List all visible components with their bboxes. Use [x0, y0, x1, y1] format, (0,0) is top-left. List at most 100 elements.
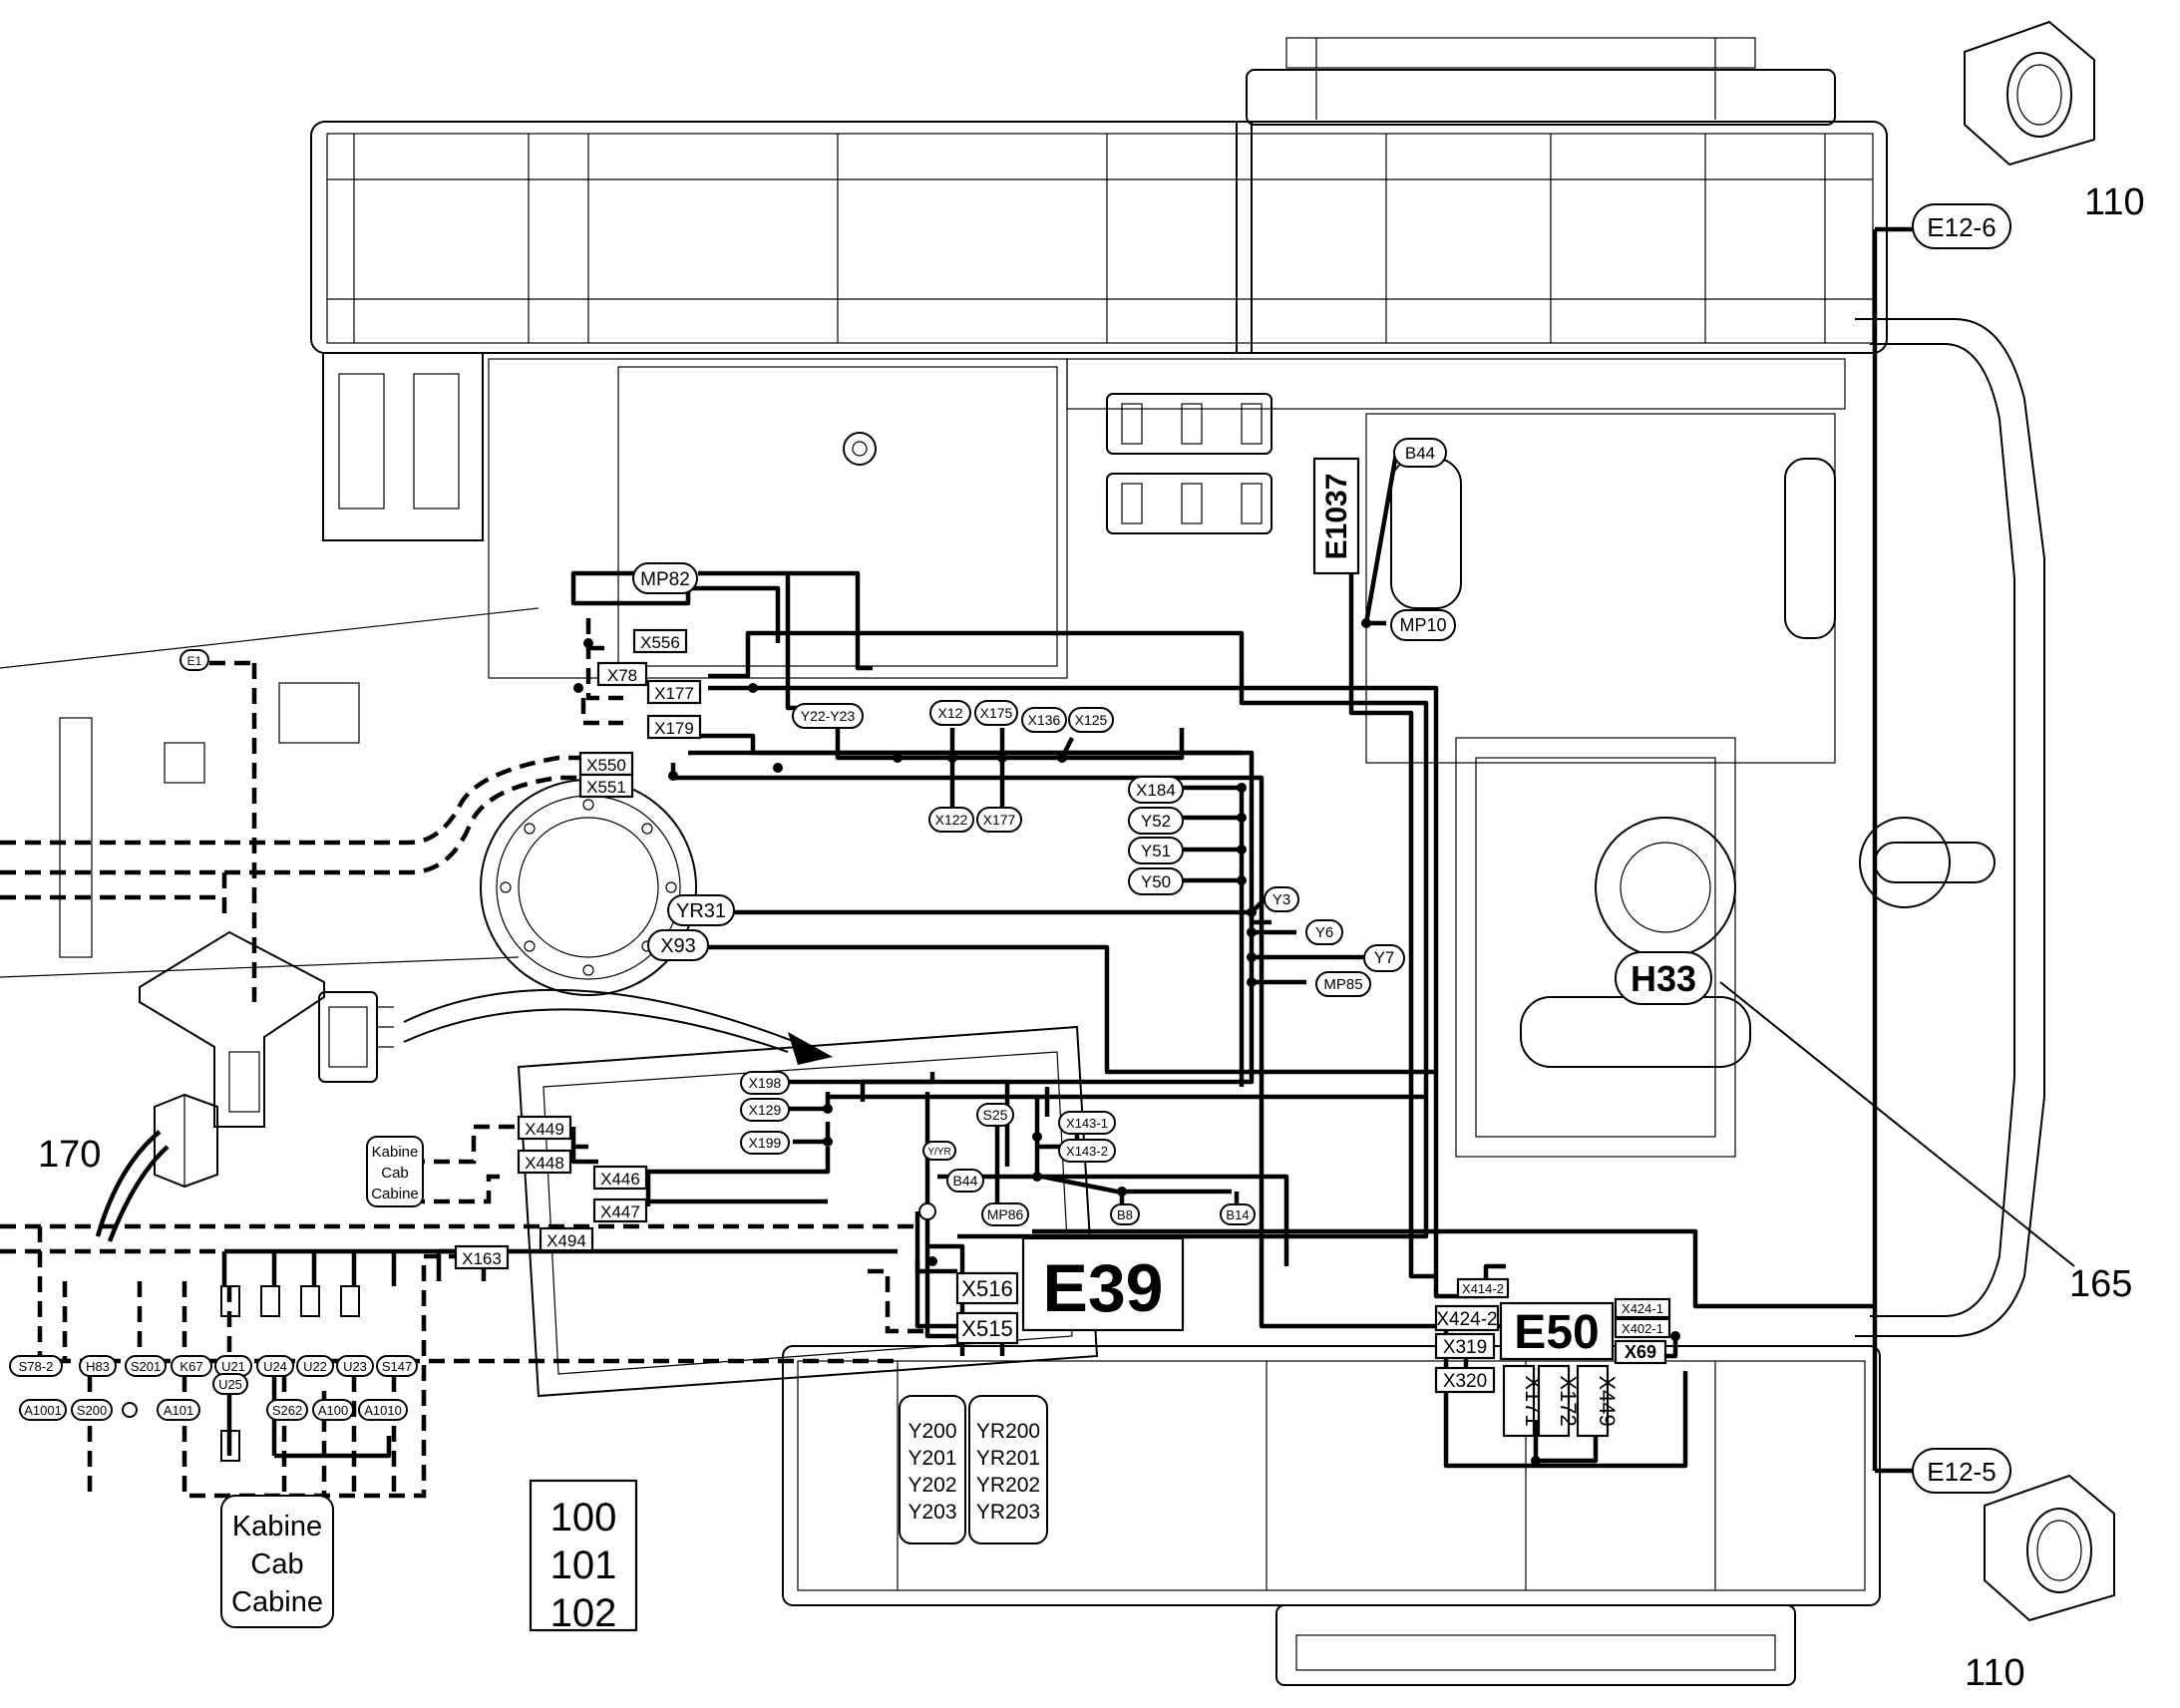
connector-x172: X172 — [1556, 1375, 1581, 1426]
connector-e1: E1 — [187, 654, 202, 668]
component-e39: E39 — [1043, 1250, 1164, 1326]
valve-yr201: YR201 — [976, 1447, 1040, 1470]
connector-x179: X179 — [654, 719, 694, 738]
valve-yr202: YR202 — [976, 1474, 1040, 1497]
connector-b14: B14 — [1226, 1207, 1249, 1222]
lamp-label-e12-6: E12-6 — [1927, 212, 1996, 242]
work-lamp-bottom — [1984, 1474, 2115, 1622]
component-u23: U23 — [343, 1359, 367, 1374]
connector-x184: X184 — [1136, 781, 1176, 800]
connector-y3: Y3 — [1272, 891, 1290, 908]
cab-note-small: Kabine Cab Cabine — [366, 1136, 424, 1207]
connector-b44-top: B44 — [1405, 444, 1435, 463]
bottom-left-components: S78-2 H83 S201 K67 U21 U24 U22 U23 S147 … — [9, 1285, 418, 1462]
connector-x515: X515 — [961, 1316, 1012, 1341]
connector-mp82: MP82 — [640, 569, 690, 590]
flow-arrow — [403, 988, 809, 1048]
connector-x550: X550 — [586, 756, 626, 775]
connector-x93: X93 — [660, 935, 696, 957]
lamp-labels: E12-6 E12-5 — [1912, 203, 2011, 1494]
connector-x12: X12 — [938, 705, 963, 721]
connector-x448: X448 — [525, 1154, 564, 1173]
connector-x122: X122 — [935, 812, 968, 828]
major-components: E39 E50 H33 E1037 — [1021, 457, 1712, 1361]
connector-x447: X447 — [600, 1202, 640, 1221]
component-s201: S201 — [131, 1359, 161, 1374]
valve-y202: Y202 — [908, 1474, 956, 1497]
valve-y201: Y201 — [908, 1447, 956, 1470]
component-a1001: A1001 — [24, 1403, 62, 1418]
connector-x449-left: X449 — [525, 1120, 564, 1139]
connector-x143-1: X143-1 — [1066, 1116, 1108, 1131]
callout-110-bottom: 110 — [1965, 1652, 2025, 1694]
component-s147: S147 — [382, 1359, 412, 1374]
valve-group-y: Y200 Y201 Y202 Y203 — [899, 1395, 966, 1544]
connector-x551: X551 — [586, 778, 626, 797]
cab-note-small-line2: Cab — [381, 1165, 409, 1182]
connector-x69: X69 — [1625, 1342, 1656, 1362]
callout-110-top: 110 — [2084, 181, 2145, 223]
work-lamp-top — [1964, 20, 2095, 167]
component-h83: H83 — [86, 1359, 110, 1374]
connector-y-yr: Y/YR — [927, 1147, 950, 1158]
cab-note-large-line3: Cabine — [231, 1586, 323, 1618]
connector-y7: Y7 — [1374, 948, 1395, 967]
component-u25: U25 — [218, 1377, 242, 1392]
part-number-100: 100 — [550, 1496, 617, 1539]
cab-note-large-line2: Cab — [250, 1548, 303, 1580]
connector-x143-2: X143-2 — [1066, 1144, 1108, 1159]
connector-x175: X175 — [980, 705, 1013, 721]
component-s262: S262 — [272, 1403, 302, 1418]
machine-frame — [0, 37, 2045, 1686]
lamp-label-e12-5: E12-5 — [1927, 1457, 1996, 1487]
component-k67: K67 — [180, 1359, 202, 1374]
connector-x446: X446 — [600, 1170, 640, 1189]
connector-x319: X319 — [1443, 1337, 1487, 1358]
connector-y51: Y51 — [1141, 842, 1171, 860]
callout-labels: 110 110 165 170 — [38, 181, 2145, 1694]
connector-x414-2: X414-2 — [1462, 1281, 1504, 1296]
connector-mp86: MP86 — [987, 1206, 1024, 1222]
connector-x129: X129 — [749, 1102, 782, 1118]
connector-x449-right: X449 — [1595, 1375, 1620, 1426]
connector-x163: X163 — [462, 1249, 502, 1268]
callout-170: 170 — [38, 1134, 101, 1176]
connector-x494: X494 — [546, 1231, 586, 1250]
cab-note-large: Kabine Cab Cabine — [220, 1495, 334, 1628]
connector-x177: X177 — [654, 684, 694, 703]
control-module — [318, 991, 394, 1083]
connector-x125: X125 — [1075, 712, 1108, 728]
connector-b44-mid: B44 — [953, 1173, 978, 1189]
component-h33: H33 — [1631, 958, 1696, 999]
component-a1010: A1010 — [364, 1403, 402, 1418]
connector-y6: Y6 — [1315, 924, 1333, 941]
valve-yr200: YR200 — [976, 1420, 1040, 1443]
component-u21: U21 — [221, 1359, 245, 1374]
connector-x320: X320 — [1443, 1371, 1487, 1392]
component-u22: U22 — [303, 1359, 327, 1374]
connector-x402-1: X402-1 — [1622, 1321, 1663, 1336]
connector-mp10: MP10 — [1399, 615, 1446, 635]
connector-x136: X136 — [1028, 712, 1061, 728]
component-a100: A100 — [318, 1403, 348, 1418]
cab-note-small-line3: Cabine — [371, 1186, 419, 1202]
connector-y50: Y50 — [1141, 872, 1171, 891]
valve-y200: Y200 — [908, 1420, 956, 1443]
connector-x78: X78 — [607, 666, 637, 685]
cab-note-large-line1: Kabine — [232, 1511, 322, 1542]
component-e50: E50 — [1514, 1306, 1599, 1359]
connector-x424-2: X424-2 — [1436, 1309, 1497, 1330]
connector-y22-y23: Y22-Y23 — [801, 708, 856, 724]
valve-y203: Y203 — [908, 1501, 956, 1524]
connector-x198: X198 — [749, 1075, 782, 1091]
swing-ring-bolts — [500, 799, 677, 976]
connector-s25: S25 — [983, 1107, 1008, 1123]
component-a101: A101 — [164, 1403, 193, 1418]
callout-165: 165 — [2069, 1263, 2132, 1305]
cab-note-small-line1: Kabine — [372, 1144, 419, 1161]
connector-mp85: MP85 — [1323, 976, 1362, 993]
component-e1037: E1037 — [1320, 474, 1353, 560]
component-s78-2: S78-2 — [19, 1359, 54, 1374]
connector-b8: B8 — [1117, 1207, 1133, 1222]
